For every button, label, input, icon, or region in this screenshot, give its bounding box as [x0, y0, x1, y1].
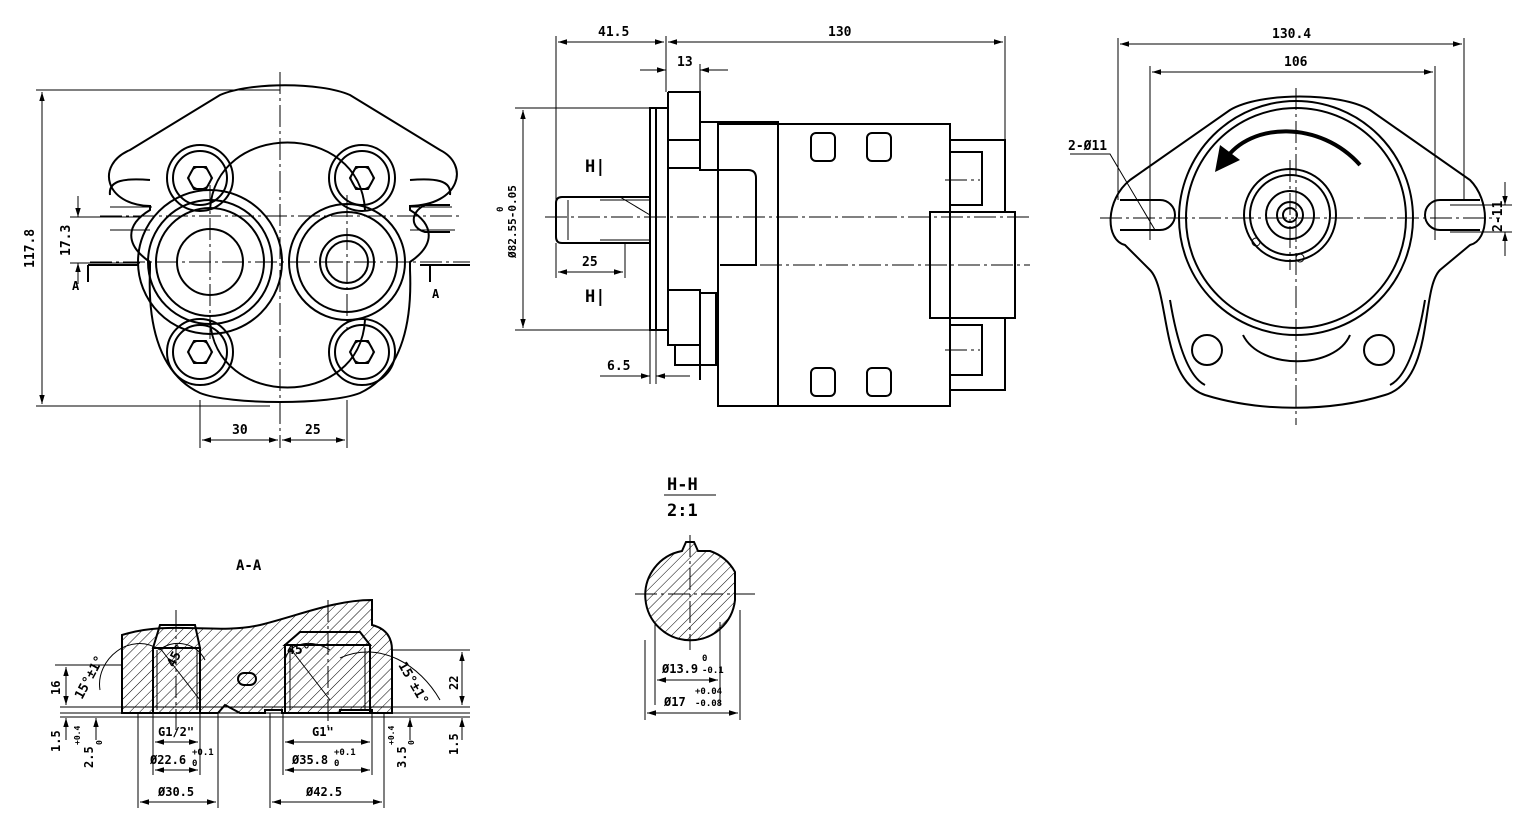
rear-view: 130.4 106 2-Ø11 2-11: [1068, 27, 1512, 425]
dim-pilot-dia: Ø82.55-0.05: [506, 185, 519, 259]
section-aa: A-A 15°±1° 45° 45° 15°±1° 16 1.5 2.5 +0.…: [49, 558, 470, 808]
side-view: H| H| 41.5 130 13 Ø82.55-0.05 0 25 6.5: [496, 25, 1030, 407]
dim-port-offset: 17.3: [59, 225, 74, 256]
dim-key-tol-upper: 0: [702, 654, 707, 664]
dim-flange-gap: 6.5: [607, 359, 630, 374]
dim-right-bore: Ø35.8: [291, 753, 328, 767]
dim-depth-22: 22: [447, 676, 461, 690]
dim-right-spot: Ø42.5: [305, 785, 342, 799]
pump-body: [717, 123, 951, 407]
dim-left-bore-tol-lower: 0: [192, 759, 197, 769]
dim-width-left: 30: [232, 423, 248, 438]
dim-height-total: 117.8: [23, 229, 38, 268]
dim-slot: 2-11: [1491, 201, 1506, 232]
front-view: A A 117.8 17.3 30 25: [23, 72, 470, 448]
dim-tol-2-5-lower: 0: [95, 740, 104, 745]
dim-width-right: 25: [305, 423, 321, 438]
section-mark-h-top: H|: [585, 157, 605, 177]
dim-flange: 13: [677, 55, 693, 70]
section-hh: H-H 2:1 Ø13.9 0 -0.1 Ø17 +0.04 -0.08: [635, 475, 755, 720]
section-aa-body-hatched: [121, 598, 393, 714]
shaft: [555, 196, 651, 244]
dim-shaft-dia: Ø17: [663, 695, 686, 709]
dim-tol-3-5-lower: 0: [407, 740, 416, 745]
dim-depth-1-5-left: 1.5: [49, 730, 63, 752]
shaft-section-hatched: [644, 541, 736, 642]
dim-shaft-len: 25: [582, 255, 598, 270]
dim-tol-3-5-upper: +0.4: [387, 726, 396, 745]
bolt-head-bl: [166, 318, 234, 386]
rotation-arrow: [1223, 129, 1362, 167]
bolt-head-tl: [166, 144, 234, 212]
section-mark-a-right: A: [432, 287, 440, 301]
section-hh-scale: 2:1: [667, 501, 698, 521]
dim-depth-2-5: 2.5: [82, 746, 96, 768]
dim-overall-body: 130: [828, 25, 852, 40]
bolt-head-tr: [328, 144, 396, 212]
section-mark-a-left: A: [72, 279, 80, 293]
angle-right-1: 45°: [287, 643, 310, 658]
dim-tol-2-5-upper: +0.4: [73, 726, 82, 745]
angle-right-2: 15°±1°: [395, 660, 431, 708]
dim-shaft-tol-upper: +0.04: [695, 687, 723, 697]
dim-depth-1-5-right: 1.5: [447, 733, 461, 755]
thread-right: G1": [312, 725, 334, 739]
dim-key-tol-lower: -0.1: [702, 666, 724, 676]
dim-left-spot: Ø30.5: [157, 785, 194, 799]
thread-left: G1/2": [158, 725, 194, 739]
dim-pilot-tol-upper: 0: [496, 207, 506, 212]
front-body-outline: [107, 84, 458, 403]
section-hh-title: H-H: [667, 475, 698, 495]
dim-shaft-tol-lower: -0.08: [695, 699, 722, 709]
dim-right-bore-tol-upper: +0.1: [334, 748, 356, 758]
angle-left-1: 15°±1°: [72, 653, 107, 702]
dim-holes: 2-Ø11: [1068, 139, 1107, 154]
dim-hole-spacing: 106: [1284, 55, 1308, 70]
section-mark-h-bottom: H|: [585, 287, 605, 307]
rear-flange-outline: [1109, 95, 1486, 409]
dim-depth-16: 16: [49, 681, 63, 695]
bolt-head-br: [328, 318, 396, 386]
dim-overall-left: 41.5: [598, 25, 629, 40]
dim-rear-overall: 130.4: [1272, 27, 1311, 42]
dim-depth-3-5: 3.5: [395, 746, 409, 768]
dim-left-bore: Ø22.6: [149, 753, 186, 767]
section-aa-title: A-A: [236, 558, 262, 574]
dim-right-bore-tol-lower: 0: [334, 759, 339, 769]
dim-key-dia: Ø13.9: [661, 662, 698, 676]
dim-left-bore-tol-upper: +0.1: [192, 748, 214, 758]
